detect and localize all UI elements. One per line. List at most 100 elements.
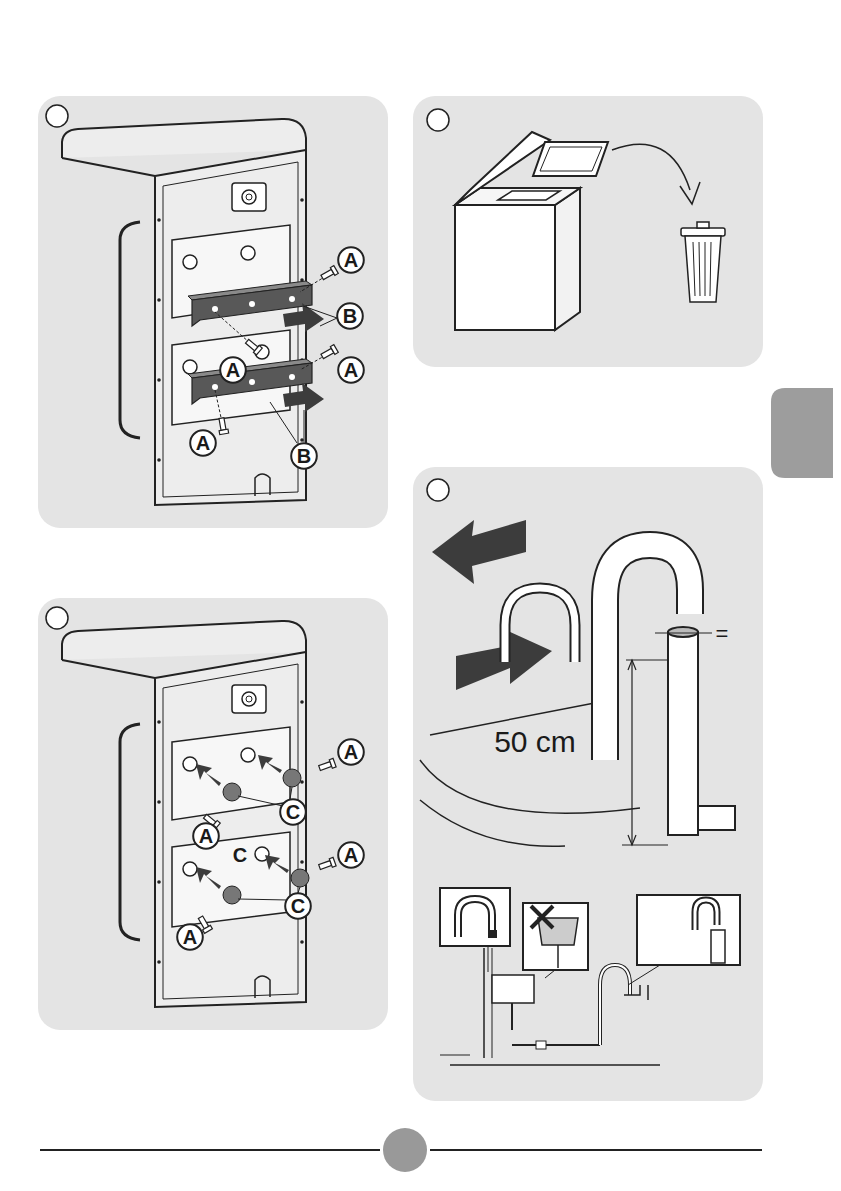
bin-handle	[697, 222, 709, 228]
leader-line	[320, 318, 337, 326]
callout-letter: B	[343, 306, 357, 326]
page-number-badge	[383, 1128, 427, 1172]
callout-circle-shape	[291, 443, 317, 469]
trap-pipe	[624, 985, 648, 1000]
insert-arrow	[196, 867, 221, 889]
hose-detail	[695, 900, 717, 930]
bracket-hole	[289, 296, 295, 302]
hose-guide	[505, 588, 575, 662]
figure-panel	[38, 96, 388, 528]
screw	[244, 338, 262, 355]
step-circle	[427, 479, 449, 501]
insert-arrow	[265, 855, 289, 873]
standpipe-mouth	[668, 627, 698, 637]
standpipe-detail	[711, 930, 725, 963]
waste-bin	[685, 236, 721, 302]
step-circle	[46, 105, 68, 127]
washer-back	[62, 621, 306, 1007]
figure-panel	[38, 598, 388, 1030]
figure-panel	[413, 467, 763, 1101]
hose-detail	[458, 899, 492, 937]
wrong-mark	[531, 906, 553, 928]
callout-circle: A	[219, 356, 247, 384]
detail-box	[440, 888, 510, 946]
removal-arrow	[283, 383, 324, 412]
hole-cap	[291, 869, 309, 887]
bracket-hole	[289, 374, 295, 380]
leader-line	[270, 402, 297, 443]
bracket-hole	[249, 301, 255, 307]
hole-cap	[283, 769, 301, 787]
bin-lid	[681, 228, 725, 236]
hose-detail	[695, 900, 717, 930]
callout-circle: C	[279, 798, 307, 826]
callout-letter: C	[286, 802, 300, 822]
dimension-arrow	[628, 660, 636, 670]
callout-circle-shape	[177, 924, 203, 950]
insert-arrow	[258, 755, 282, 773]
packing-sheet	[533, 142, 608, 176]
hole-cap	[223, 886, 241, 904]
callout-circle: A	[337, 738, 365, 766]
callout-circle: A	[176, 923, 204, 951]
bracket-hole	[212, 384, 218, 390]
callout-letter: A	[344, 742, 358, 762]
callout-letter: B	[297, 446, 311, 466]
callout-letter: A	[226, 360, 240, 380]
wrong-mark	[531, 906, 553, 928]
callout-letter: A	[183, 927, 197, 947]
callout-circle-shape	[190, 430, 216, 456]
callout-letter: A	[344, 845, 358, 865]
callout-circle: A	[337, 246, 365, 274]
washer-back	[62, 119, 306, 505]
discard-arrowhead	[680, 182, 700, 204]
floor-contour	[420, 800, 565, 846]
floor-line	[450, 1064, 660, 1066]
leader-line	[488, 946, 489, 972]
callout-circle: A	[189, 429, 217, 457]
screw-path	[215, 390, 222, 422]
callout-circle: A	[337, 841, 365, 869]
bracket-hole	[249, 379, 255, 385]
discard-arrow	[612, 144, 690, 190]
leader-line	[290, 787, 292, 799]
leader-line	[545, 970, 555, 978]
standpipe	[668, 632, 698, 835]
hose-detail	[458, 899, 492, 937]
screw-path	[215, 312, 250, 343]
standpipe-branch	[698, 806, 735, 830]
footer-rule	[430, 1149, 762, 1151]
leader-line	[298, 887, 300, 893]
callout-circle-shape	[338, 357, 364, 383]
drain-pipe	[512, 1044, 600, 1046]
callout-circle-shape	[337, 303, 363, 329]
callout-circle: B	[336, 302, 364, 330]
floor-line	[440, 1055, 470, 1056]
sink-detail	[538, 918, 578, 945]
packing-sheet	[540, 147, 602, 171]
callout-circle: A	[337, 356, 365, 384]
leader-line	[628, 965, 660, 985]
callout-letter: C	[291, 896, 305, 916]
pipe-joint	[536, 1041, 546, 1049]
bin-rib	[693, 242, 695, 296]
hose-end	[488, 930, 497, 938]
side-tab	[771, 388, 833, 478]
bin-rib	[710, 242, 711, 296]
packaging-box	[455, 205, 555, 330]
hose-guide	[505, 588, 575, 662]
sink	[492, 975, 534, 1003]
callout-circle: B	[290, 442, 318, 470]
step-circle	[46, 607, 68, 629]
callout-circle-shape	[280, 799, 306, 825]
box-opening	[498, 191, 560, 200]
equal-sign: =	[716, 623, 729, 645]
part-letter: C	[233, 845, 247, 865]
insert-arrow	[196, 764, 221, 786]
packaging-box-side	[555, 188, 580, 330]
dimension-arrow	[628, 835, 636, 845]
